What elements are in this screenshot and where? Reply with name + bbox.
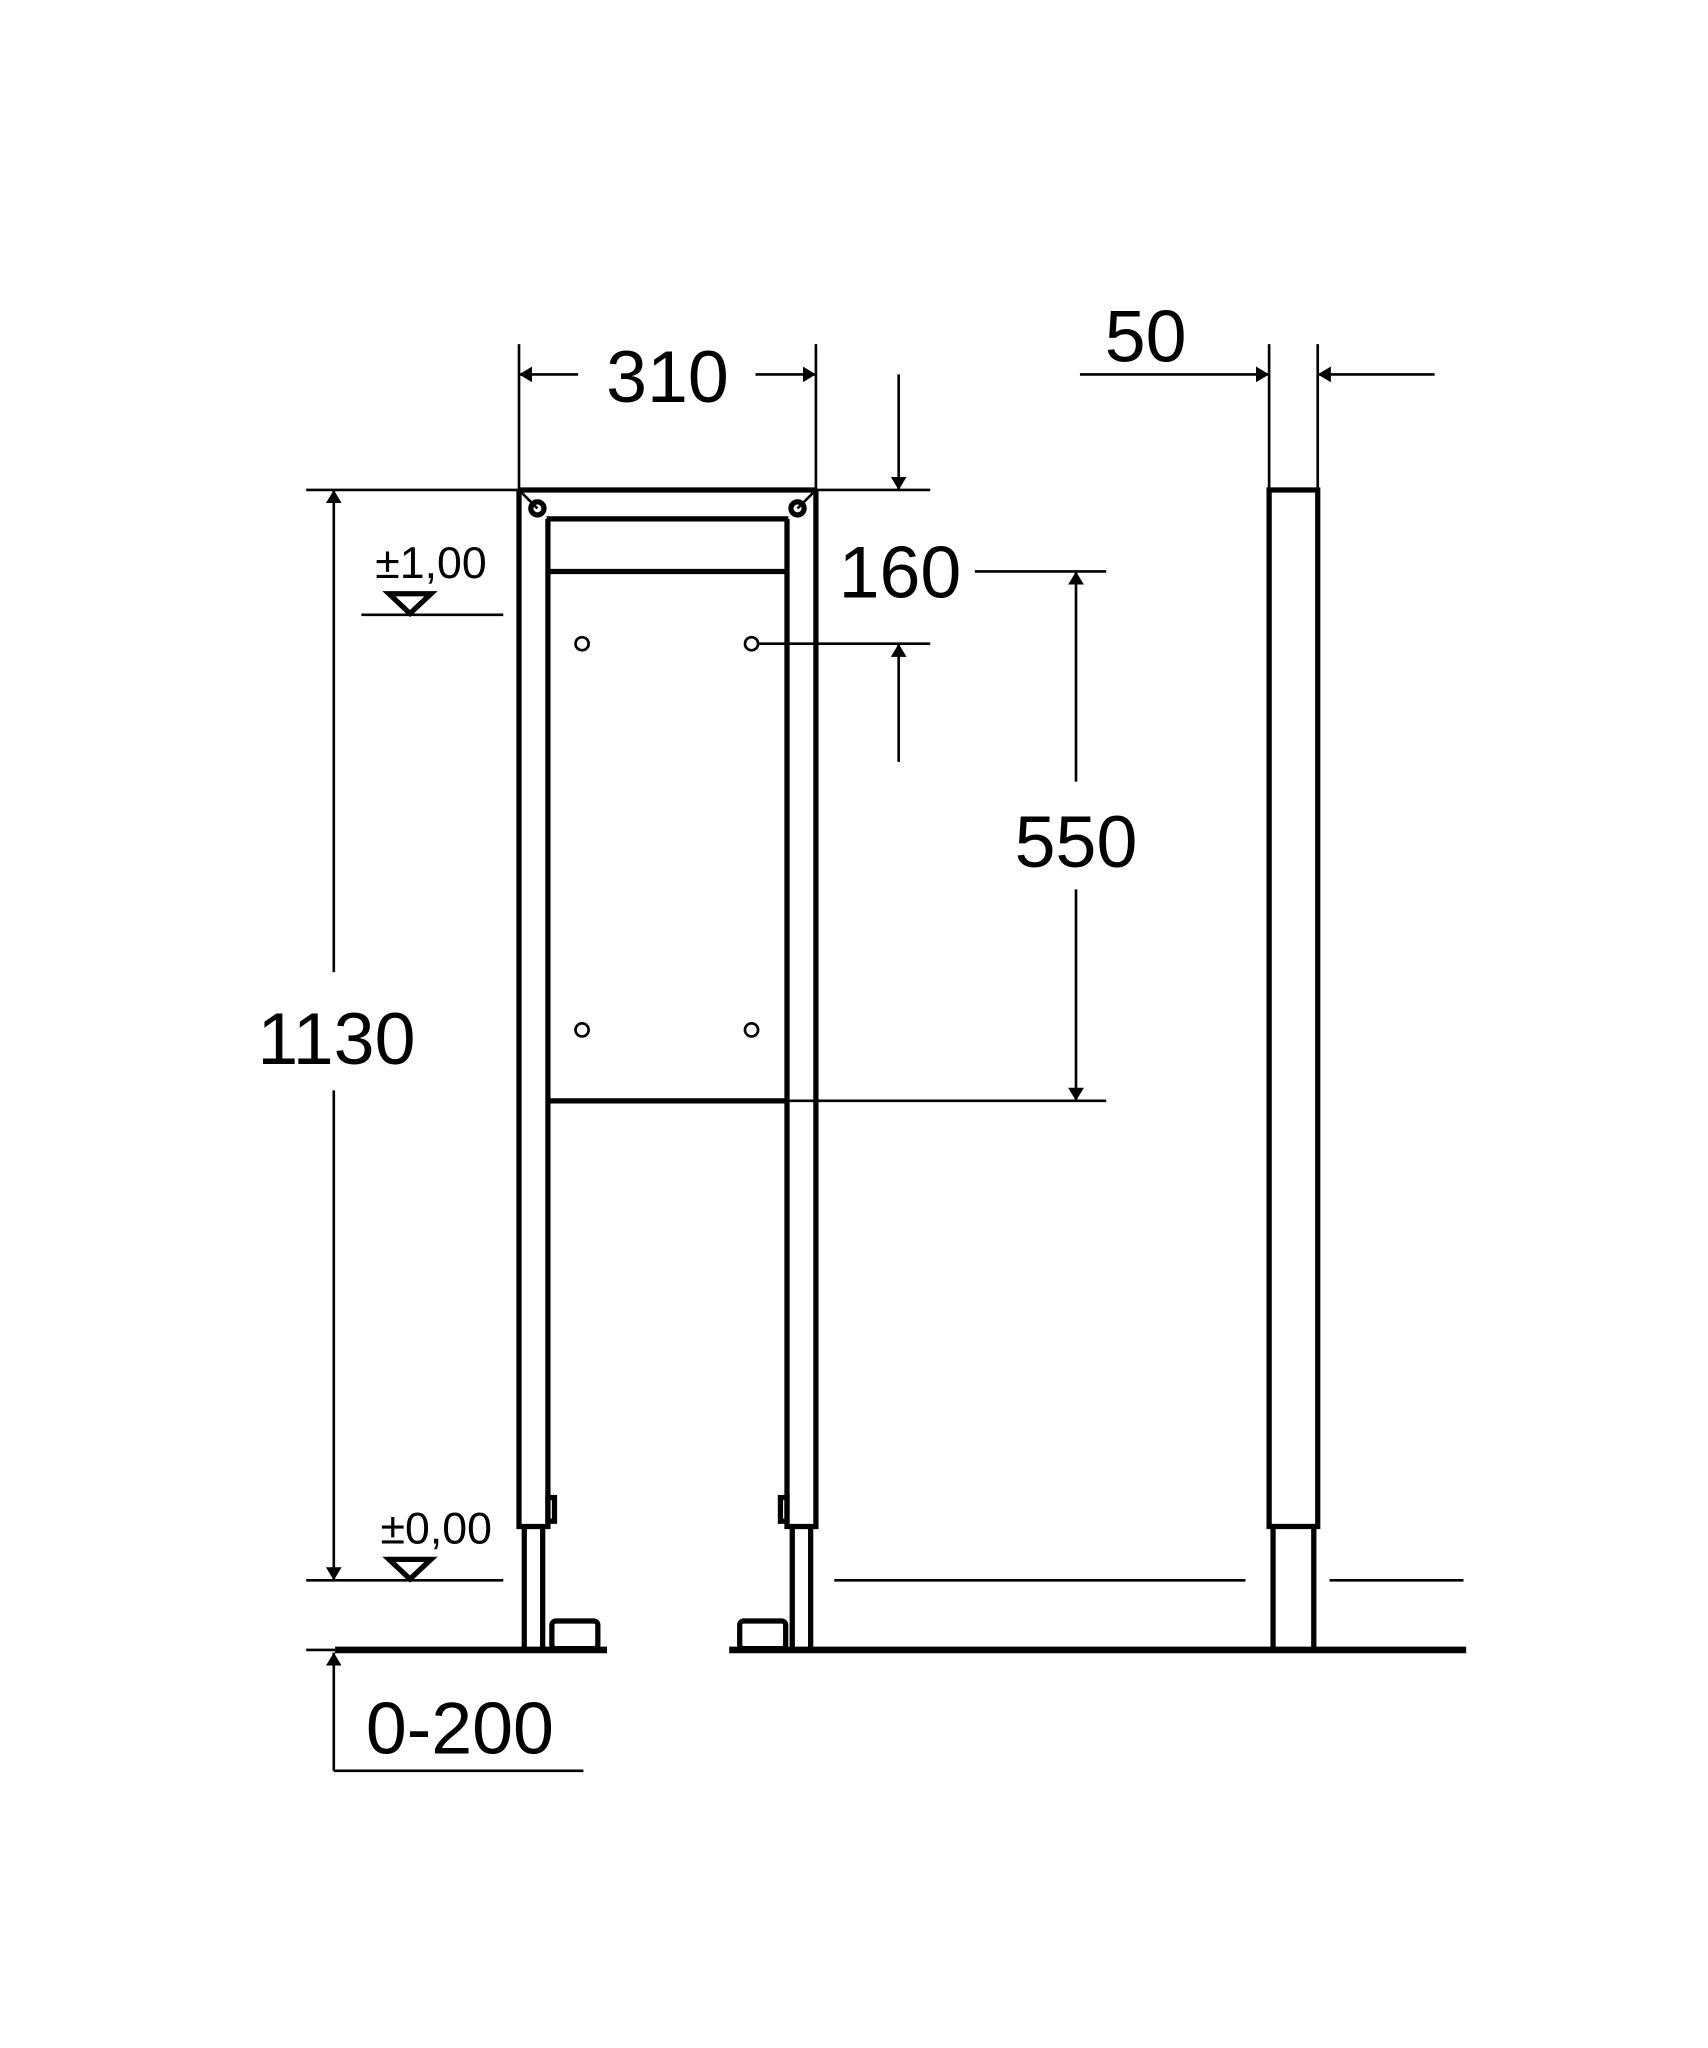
dimension-width-label: 310 (606, 335, 729, 418)
level-lower-label: ±0,00 (381, 1505, 492, 1554)
level-upper-label: ±1,00 (375, 539, 486, 588)
dimension-top-offset: 160 (758, 374, 1107, 762)
dimension-height-label: 1130 (257, 997, 415, 1080)
dimension-adjustment-label: 0-200 (366, 1687, 554, 1770)
dimension-depth: 50 (1079, 294, 1435, 490)
left-foot (549, 1618, 601, 1652)
mounting-hole (574, 635, 590, 652)
level-lower: ±0,00 (381, 1505, 492, 1583)
dimension-top-offset-label: 160 (839, 531, 962, 614)
level-upper: ±1,00 (361, 539, 504, 618)
mounting-hole (743, 1022, 760, 1038)
corner-bolt (528, 499, 547, 518)
right-foot (737, 1618, 789, 1652)
dimension-height: 1130 (257, 488, 520, 1582)
dimension-hole-spacing-label: 550 (1015, 800, 1138, 883)
side-view-frame (1266, 487, 1321, 1649)
mounting-hole (743, 635, 760, 652)
dimension-adjustment: 0-200 (325, 1652, 584, 1773)
corner-bolt (788, 499, 807, 518)
front-view-frame (516, 487, 819, 1652)
dimension-width: 310 (517, 335, 818, 490)
dimension-hole-spacing: 550 (788, 571, 1138, 1103)
mounting-hole (574, 1022, 590, 1038)
dimension-depth-label: 50 (1105, 294, 1187, 377)
